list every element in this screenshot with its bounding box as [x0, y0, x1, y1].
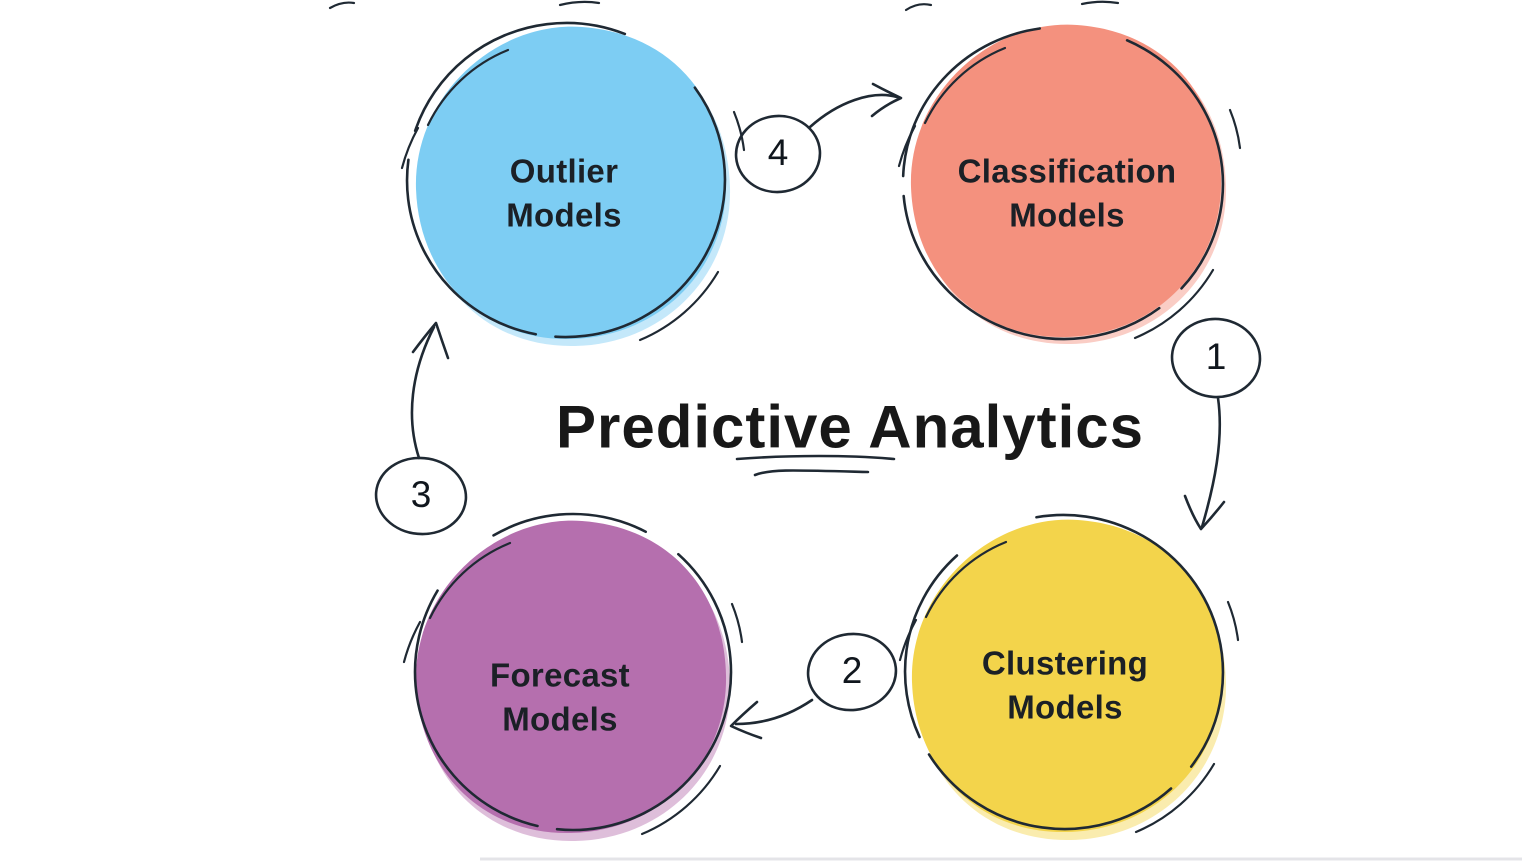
title-underline-2: [753, 469, 870, 477]
node-outlier-models: [400, 21, 746, 347]
step-1-circle: [1170, 317, 1262, 399]
classification-accent-top-left: [923, 46, 1007, 125]
node-label-forecast-models: Forecast Models: [490, 656, 630, 737]
classification-ink-outline: [901, 25, 1225, 341]
node-clustering-models: [898, 513, 1240, 841]
step-2-arrowhead: [729, 700, 763, 740]
step-number-2: 2: [841, 650, 863, 691]
clustering-accent-top-left: [924, 540, 1008, 619]
clustering-ink-outline: [903, 513, 1225, 831]
step-4-arrowhead: [870, 82, 903, 118]
clustering-accent-bottom-right: [1134, 762, 1216, 834]
step-arrows: [410, 82, 1226, 740]
outlier-accent-bottom-right: [638, 270, 720, 342]
step-1-arrow-shaft: [1200, 396, 1222, 529]
node-forecast-models: [402, 512, 744, 842]
step-circles: [374, 114, 1262, 712]
classification-accent-right: [1228, 108, 1242, 150]
clustering-accent-left: [898, 618, 918, 662]
node-label-classification-models: Classification Models: [957, 152, 1177, 233]
top-edge-tick-1: [328, 1, 356, 10]
step-number-4: 4: [767, 132, 789, 173]
classification-accent-left: [897, 124, 917, 168]
forecast-accent-bottom-right: [640, 764, 722, 836]
forecast-accent-right: [730, 602, 744, 644]
step-4-circle: [734, 114, 822, 194]
top-edge-tick-4: [1080, 0, 1120, 6]
step-number-1: 1: [1205, 336, 1227, 377]
title-underline-1: [735, 454, 896, 461]
forecast-accent-top-left: [428, 541, 512, 620]
page-title: Predictive Analytics: [555, 393, 1145, 461]
outlier-accent-right: [732, 110, 746, 152]
top-edge-tick-2: [558, 0, 601, 7]
step-3-circle: [374, 456, 468, 536]
node-classification-models: [897, 24, 1242, 345]
node-label-outlier-models: Outlier Models: [506, 152, 622, 233]
step-2-arrow-shaft: [734, 698, 814, 726]
step-4-arrow-shaft: [808, 93, 899, 129]
step-3-arrowhead: [411, 321, 450, 360]
outlier-accent-left: [400, 126, 420, 170]
outlier-ink-outline: [405, 21, 727, 339]
step-1-arrowhead: [1183, 494, 1226, 531]
step-3-arrow-shaft: [410, 325, 436, 460]
node-label-clustering-models: Clustering Models: [981, 644, 1149, 725]
forecast-accent-left: [402, 620, 422, 664]
step-number-3: 3: [410, 474, 432, 515]
step-2-circle: [806, 632, 898, 712]
clustering-accent-right: [1226, 600, 1240, 642]
outlier-accent-top-left: [426, 48, 510, 127]
top-edge-tick-3: [904, 3, 933, 12]
classification-accent-bottom-right: [1133, 268, 1215, 340]
forecast-ink-outline: [413, 512, 733, 832]
